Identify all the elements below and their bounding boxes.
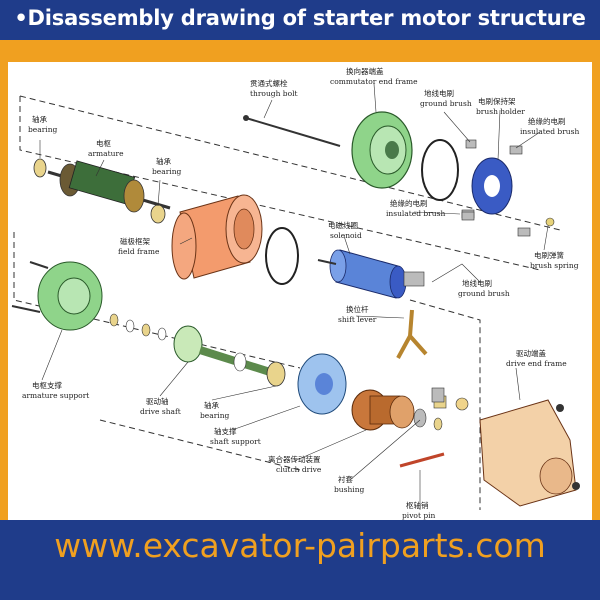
label-bearing-left-cn: 轴承: [32, 114, 47, 124]
label-drive-shaft-en: drive shaft: [140, 407, 181, 416]
label-clutch-drive-en: clutch drive: [276, 465, 322, 474]
label-brush-spring-cn: 电刷弹簧: [534, 250, 564, 260]
assembly-line-upper: [19, 96, 541, 271]
label-drive-shaft-cn: 驱动轴: [146, 396, 169, 406]
gasket-ring-mid: [265, 227, 299, 285]
washers: [109, 313, 167, 341]
title-band: [0, 0, 600, 40]
label-insulated-brush-top-cn: 绝缘的电刷: [528, 116, 566, 126]
label-solenoid-cn: 电磁线圈: [328, 220, 358, 230]
label-armature-support-en: armature support: [22, 391, 89, 400]
label-pivot-pin-cn: 枢轴销: [406, 500, 429, 510]
assembly-line-right: [409, 299, 481, 510]
label-bearing-mid-en: bearing: [152, 167, 182, 176]
brush-holder: [461, 139, 555, 237]
label-ground-brush-top-en: ground brush: [420, 99, 472, 108]
insulated-brush-mid: [461, 211, 475, 221]
label-commutator-end-frame-en: commutator end frame: [330, 77, 418, 86]
label-bushing-en: bushing: [334, 485, 365, 494]
pivot-pin: [399, 452, 445, 468]
label-armature-cn: 电枢: [96, 138, 111, 148]
shaft-support: [297, 353, 347, 415]
label-ground-brush-top-cn: 地线电刷: [424, 88, 454, 98]
assembly-line-top: [19, 95, 561, 231]
drive-end-frame: [431, 387, 580, 507]
label-armature-en: armature: [88, 149, 124, 158]
clutch-drive: [351, 389, 443, 431]
gasket-ring-top: [421, 139, 459, 201]
label-shift-lever-cn: 换位杆: [346, 304, 369, 314]
label-brush-spring-en: brush spring: [530, 261, 579, 270]
label-commutator-end-frame-cn: 换向器端盖: [346, 66, 384, 76]
label-field-frame-en: field frame: [118, 247, 160, 256]
armature: [47, 160, 171, 213]
footer-band: [0, 520, 600, 600]
label-brush-holder-en: brush holder: [476, 107, 525, 116]
label-shift-lever-en: shift lever: [338, 315, 377, 324]
label-drive-end-frame-cn: 驱动端盖: [516, 348, 546, 358]
label-insulated-brush-top-en: insulated brush: [520, 127, 579, 136]
page-title: •Disassembly drawing of starter motor st…: [14, 6, 586, 30]
label-through-bolt-en: through bolt: [250, 89, 298, 98]
label-bearing-mid-cn: 轴承: [156, 156, 171, 166]
bearing-left: [33, 158, 47, 178]
drive-shaft: [173, 325, 272, 376]
assembly-line-low: [99, 419, 301, 471]
label-clutch-drive-cn: 离合器传动装置: [268, 454, 321, 464]
label-bearing-left-en: bearing: [28, 125, 58, 134]
label-brush-holder-cn: 电刷保持架: [478, 96, 516, 106]
label-armature-support-cn: 电枢支撑: [32, 380, 62, 390]
label-pivot-pin-en: pivot pin: [402, 511, 436, 520]
field-frame: [171, 194, 263, 280]
label-bearing-low-cn: 轴承: [204, 400, 219, 410]
assembly-line-mid: [13, 232, 301, 369]
label-insulated-brush-mid-en: insulated brush: [386, 209, 445, 218]
label-solenoid-en: solenoid: [330, 231, 362, 240]
bearing-mid: [150, 204, 166, 224]
label-ground-brush-mid-cn: 地线电刷: [462, 278, 492, 288]
footer-url[interactable]: www.excavator-pairparts.com: [54, 526, 546, 565]
label-bushing-cn: 衬套: [338, 474, 353, 484]
label-through-bolt-cn: 贯通式螺栓: [250, 78, 288, 88]
bearing-low: [266, 361, 286, 387]
label-insulated-brush-mid-cn: 绝缘的电刷: [390, 198, 428, 208]
label-shaft-support-en: shaft support: [210, 437, 261, 446]
through-bolt: [243, 115, 341, 147]
shift-lever: [396, 309, 428, 359]
label-bearing-low-en: bearing: [200, 411, 230, 420]
label-drive-end-frame-en: drive end frame: [506, 359, 567, 368]
commutator-end-frame: [351, 111, 413, 189]
label-ground-brush-mid-en: ground brush: [458, 289, 510, 298]
label-shaft-support-cn: 轴支撑: [214, 426, 237, 436]
label-field-frame-cn: 磁极框架: [120, 236, 150, 246]
solenoid: [317, 249, 425, 299]
armature-support: [11, 261, 103, 331]
